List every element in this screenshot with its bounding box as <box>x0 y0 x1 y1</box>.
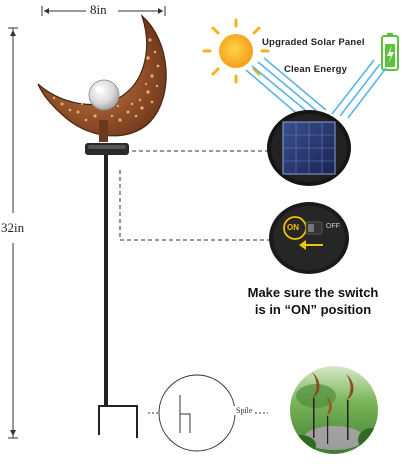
solar-panel-subtitle: Clean Energy <box>284 64 348 75</box>
switch-on-label: ON <box>287 223 299 232</box>
switch-caption-line2: is in “ON” position <box>254 302 372 317</box>
stake-pole <box>98 155 138 438</box>
arrow-left-icon <box>299 240 323 250</box>
switch-caption-line1: Make sure the switch <box>247 285 379 300</box>
battery-icon <box>381 33 399 71</box>
switch-caption: Make sure the switch is in “ON” position <box>232 284 394 318</box>
garden-photo <box>290 366 378 454</box>
switch-icon <box>269 202 349 274</box>
light-rays <box>245 57 387 119</box>
width-dimension <box>41 6 166 16</box>
spile-label: Spile <box>234 406 255 415</box>
height-label: 32in <box>1 220 25 235</box>
switch-off-label: OFF <box>326 223 340 230</box>
stake-solar-cap <box>85 143 129 155</box>
dashed-connectors <box>119 150 272 241</box>
height-dimension <box>8 27 18 439</box>
width-label: 8in <box>90 2 107 17</box>
crescent-moon-lamp <box>37 14 167 142</box>
sun-icon <box>202 18 270 84</box>
solar-panel-title: Upgraded Solar Panel <box>262 37 365 48</box>
solar-panel-icon <box>267 110 351 186</box>
